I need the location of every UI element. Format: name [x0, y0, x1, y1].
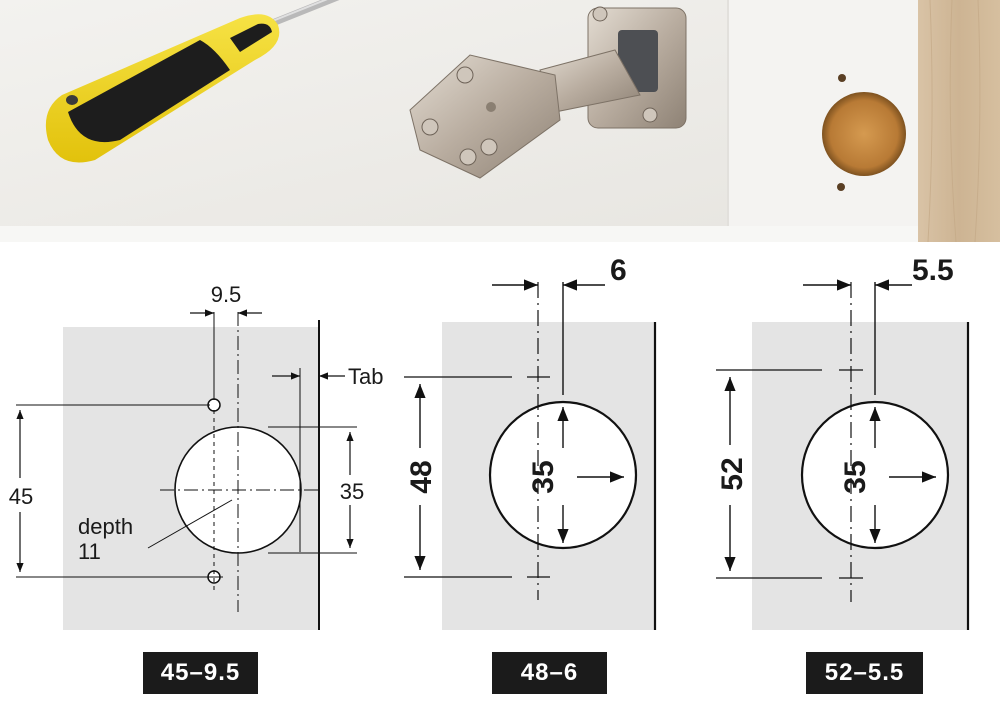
caption-badge-52-5-5: 52–5.5	[806, 652, 923, 694]
screwdriver-image	[45, 0, 340, 163]
product-photo	[0, 0, 1000, 242]
caption-badge-45-9-5: 45–9.5	[143, 652, 258, 694]
diameter-label: 35	[340, 479, 364, 504]
hinge-image	[409, 6, 687, 179]
dimension-offset-label: 9.5	[211, 282, 242, 307]
diameter-label: 35	[839, 460, 872, 493]
hinge-drilling-diagrams: 9.5 Tab 35 45 depth 11 6	[0, 242, 1000, 700]
diagram-45-9-5: 9.5 Tab 35 45 depth 11	[9, 282, 383, 630]
depth-label: depth	[78, 514, 133, 539]
cup-hole	[800, 400, 950, 550]
tab-label: Tab	[348, 364, 383, 389]
diameter-label: 35	[527, 460, 560, 493]
height-label: 45	[9, 484, 33, 509]
cup-hole	[488, 400, 638, 550]
dimension-offset-label: 6	[610, 254, 627, 287]
height-label: 48	[405, 460, 438, 493]
depth-value: 11	[78, 539, 101, 564]
diagram-52-5-5: 5.5 52 35	[716, 254, 970, 630]
dimension-offset-label: 5.5	[912, 254, 954, 287]
height-label: 52	[716, 457, 749, 490]
caption-badge-48-6: 48–6	[492, 652, 607, 694]
diagram-48-6: 6 48 35	[404, 254, 657, 630]
